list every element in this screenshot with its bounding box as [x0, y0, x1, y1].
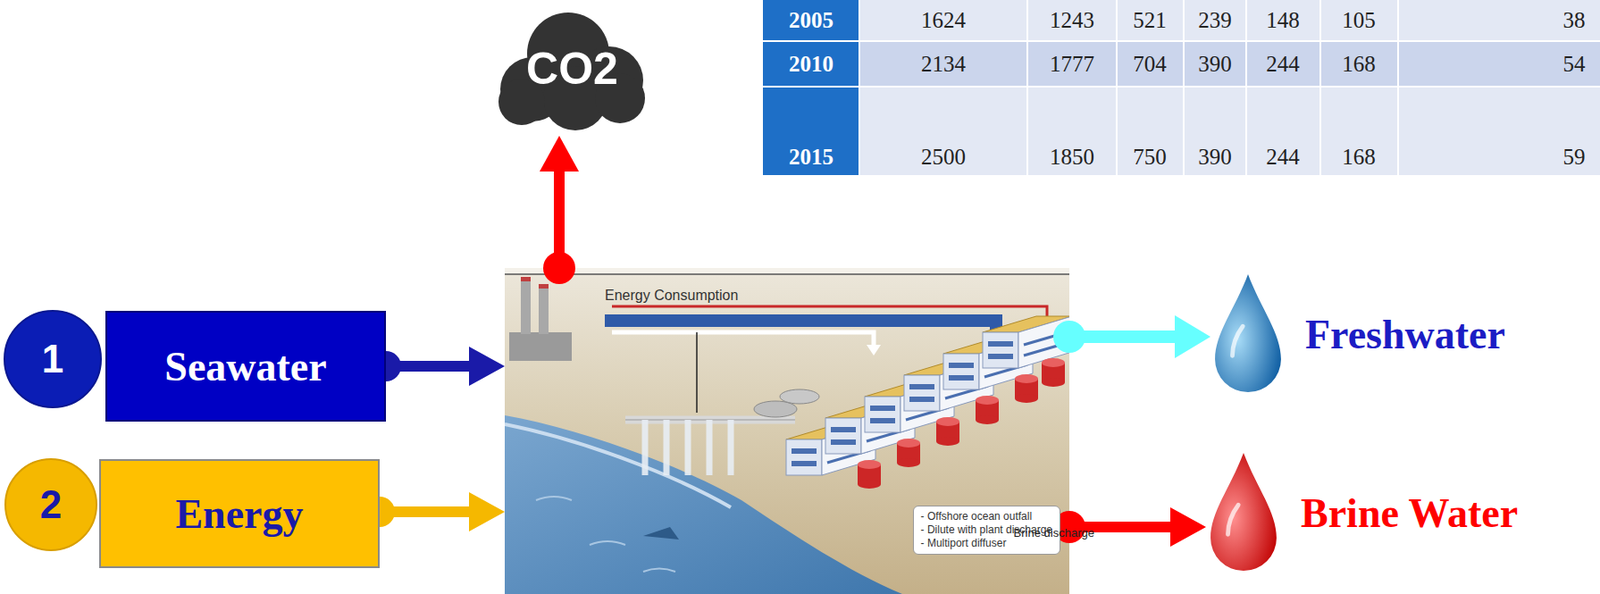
table-cell: 168	[1341, 51, 1376, 77]
table-cell: 1243	[1049, 8, 1095, 34]
output-drop: Freshwater	[1210, 272, 1506, 396]
table-cell: 521	[1132, 8, 1167, 34]
flow-arrow	[370, 346, 505, 386]
table-year: 2015	[788, 144, 834, 170]
flow-arrow	[1053, 315, 1211, 359]
water-drop	[1210, 272, 1286, 396]
table-cell: 1624	[921, 8, 966, 34]
flow-arrow	[539, 135, 579, 285]
table-cell: 239	[1197, 8, 1232, 34]
flow-arrow	[364, 492, 505, 532]
output-drop: Brine Water	[1206, 451, 1518, 575]
node-text: Seawater	[164, 343, 327, 391]
table-cell: 105	[1341, 8, 1376, 34]
input-box: Seawater	[105, 310, 386, 422]
desalination-plant-illustration	[504, 268, 1070, 594]
table-cell: 704	[1132, 51, 1167, 77]
table-cell: 750	[1132, 144, 1167, 170]
table-cell: 148	[1265, 8, 1300, 34]
table-year: 2005	[788, 8, 834, 34]
note-line: - Dilute with plant discharge	[921, 523, 1053, 537]
table-cell: 59	[1563, 144, 1586, 170]
table-cell: 1850	[1049, 144, 1095, 170]
table-cell: 390	[1197, 51, 1232, 77]
node-text: CO2	[526, 42, 619, 95]
co2-cloud: CO2	[494, 1, 650, 136]
table-cell: 244	[1265, 144, 1300, 170]
plant-illustration: Energy ConsumptionBrine discharge- Offsh…	[504, 268, 1070, 594]
table-cell: 244	[1265, 51, 1300, 77]
note-line: - Multiport diffuser	[921, 536, 1053, 551]
node-text: Brine Water	[1300, 489, 1518, 537]
data-table-background	[762, 0, 1600, 176]
table-cell: 1777	[1049, 51, 1095, 77]
table-year: 2010	[788, 51, 834, 77]
node-text: 1	[41, 336, 64, 382]
water-drop	[1206, 451, 1282, 575]
note-box: Brine discharge- Offshore ocean outfall-…	[913, 505, 1061, 555]
node-text: Energy	[175, 490, 303, 538]
note-line: - Offshore ocean outfall	[921, 510, 1053, 524]
node-text: Energy Consumption	[604, 287, 738, 304]
input-box: Energy	[99, 459, 380, 569]
table-cell: 2500	[921, 144, 966, 170]
table-cell: 168	[1341, 144, 1376, 170]
node-text: Freshwater	[1305, 310, 1506, 359]
table-cell: 390	[1197, 144, 1232, 170]
table-cell: 2134	[921, 51, 966, 77]
callout-number: 1	[3, 309, 102, 409]
callout-number: 2	[4, 458, 98, 552]
table-cell: 38	[1563, 8, 1586, 34]
node-text: 2	[40, 482, 62, 528]
table-cell: 54	[1563, 51, 1586, 77]
